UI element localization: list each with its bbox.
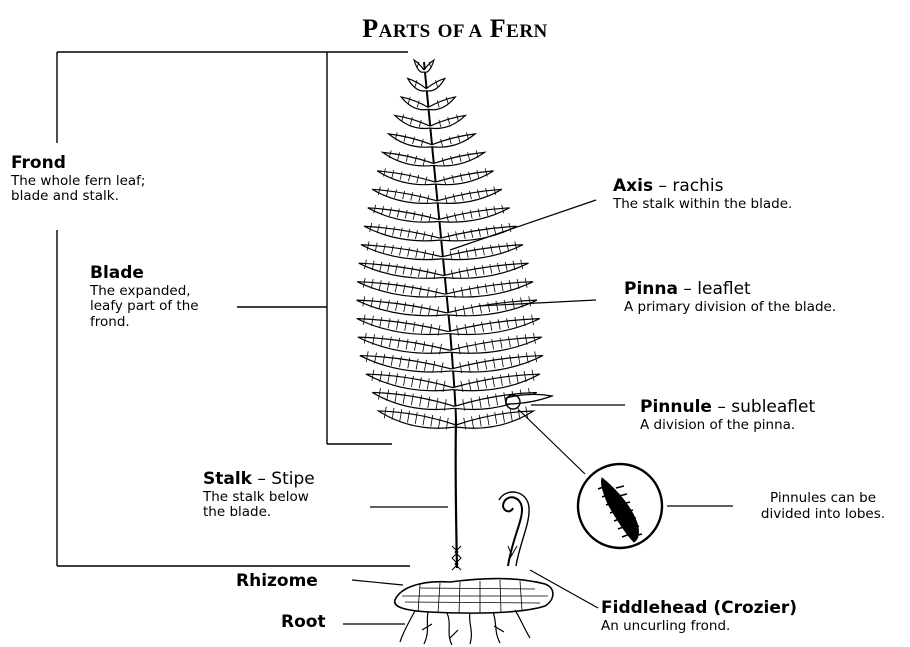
blade-desc-line3: frond. bbox=[90, 315, 199, 331]
frond-desc-line2: blade and stalk. bbox=[11, 189, 145, 205]
root-icon bbox=[400, 610, 530, 645]
pinna-leaflet bbox=[451, 356, 543, 372]
pinna-leaflet bbox=[358, 337, 450, 353]
label-pinnule-note: Pinnules can be divided into lobes. bbox=[738, 491, 908, 522]
label-pinna: Pinna – leaflet A primary division of th… bbox=[624, 280, 836, 315]
pinna-leaflet bbox=[439, 208, 510, 222]
pinna-leaflet bbox=[389, 134, 432, 147]
label-frond: Frond The whole fern leaf; blade and sta… bbox=[11, 154, 145, 205]
axis-dash: – bbox=[653, 176, 672, 196]
stalk-term: Stalk bbox=[203, 469, 252, 489]
pinna-leaflet bbox=[428, 97, 455, 110]
axis-term: Axis bbox=[613, 176, 653, 196]
axis-sub: rachis bbox=[672, 176, 723, 196]
blade-desc-line1: The expanded, bbox=[90, 284, 199, 300]
pinna-leaflet bbox=[401, 97, 428, 110]
pinnule-magnifier-icon bbox=[506, 395, 662, 548]
fiddlehead-term: Fiddlehead (Crozier) bbox=[601, 598, 797, 618]
stalk-dash: – bbox=[252, 469, 271, 489]
root-term: Root bbox=[281, 612, 326, 632]
pinna-leaflet bbox=[357, 282, 445, 297]
pinna-leaflet bbox=[445, 282, 533, 297]
pinna-leaflet bbox=[414, 60, 424, 72]
pinna-dash: – bbox=[678, 279, 697, 299]
label-pinnule: Pinnule – subleaflet A division of the p… bbox=[640, 398, 815, 433]
pinna-leaflet bbox=[357, 319, 449, 335]
pinna-leaflet bbox=[366, 374, 453, 391]
pinna-leaflet bbox=[447, 300, 537, 316]
label-rhizome: Rhizome bbox=[236, 572, 318, 592]
rhizome-term: Rhizome bbox=[236, 571, 318, 591]
fiddlehead-icon bbox=[499, 492, 529, 566]
pinna-leaflet bbox=[453, 374, 540, 391]
pinna-leaflet bbox=[444, 263, 529, 278]
pinna-leaflet bbox=[432, 134, 475, 147]
stalk-stipe bbox=[456, 420, 457, 568]
pinna-term: Pinna bbox=[624, 279, 678, 299]
blade-term: Blade bbox=[90, 263, 144, 283]
stalk-desc-line1: The stalk below bbox=[203, 490, 315, 506]
fern-frond-icon bbox=[357, 60, 552, 429]
pinna-leaflet bbox=[424, 60, 434, 72]
blade-desc-line2: leafy part of the bbox=[90, 299, 199, 315]
label-axis: Axis – rachis The stalk within the blade… bbox=[613, 177, 792, 212]
pinna-leaflet bbox=[450, 337, 542, 353]
frond-desc-line1: The whole fern leaf; bbox=[11, 174, 145, 190]
pinnule-sub: subleaflet bbox=[731, 397, 815, 417]
label-root: Root bbox=[281, 613, 326, 633]
pinnule-note-line2: divided into lobes. bbox=[738, 507, 908, 523]
label-stalk: Stalk – Stipe The stalk below the blade. bbox=[203, 470, 315, 521]
pinna-leaflet bbox=[359, 263, 444, 278]
rhizome-icon bbox=[395, 579, 553, 614]
pinna-desc: A primary division of the blade. bbox=[624, 300, 836, 316]
pinnule-desc: A division of the pinna. bbox=[640, 418, 815, 434]
pinna-sub: leaflet bbox=[697, 279, 750, 299]
stalk-desc-line2: the blade. bbox=[203, 505, 315, 521]
pinnule-dash: – bbox=[712, 397, 731, 417]
pinna-leaflet bbox=[357, 300, 447, 316]
label-blade: Blade The expanded, leafy part of the fr… bbox=[90, 264, 199, 330]
pinna-leaflet bbox=[360, 356, 452, 372]
axis-desc: The stalk within the blade. bbox=[613, 197, 792, 213]
pinnule-term: Pinnule bbox=[640, 397, 712, 417]
pinna-leaflet bbox=[448, 319, 540, 335]
pinnule-note-line1: Pinnules can be bbox=[738, 491, 908, 507]
label-fiddlehead: Fiddlehead (Crozier) An uncurling frond. bbox=[601, 599, 797, 634]
fiddlehead-desc: An uncurling frond. bbox=[601, 619, 797, 635]
frond-term: Frond bbox=[11, 153, 66, 173]
pinna-leaflet bbox=[368, 208, 439, 222]
stalk-sub: Stipe bbox=[271, 469, 314, 489]
